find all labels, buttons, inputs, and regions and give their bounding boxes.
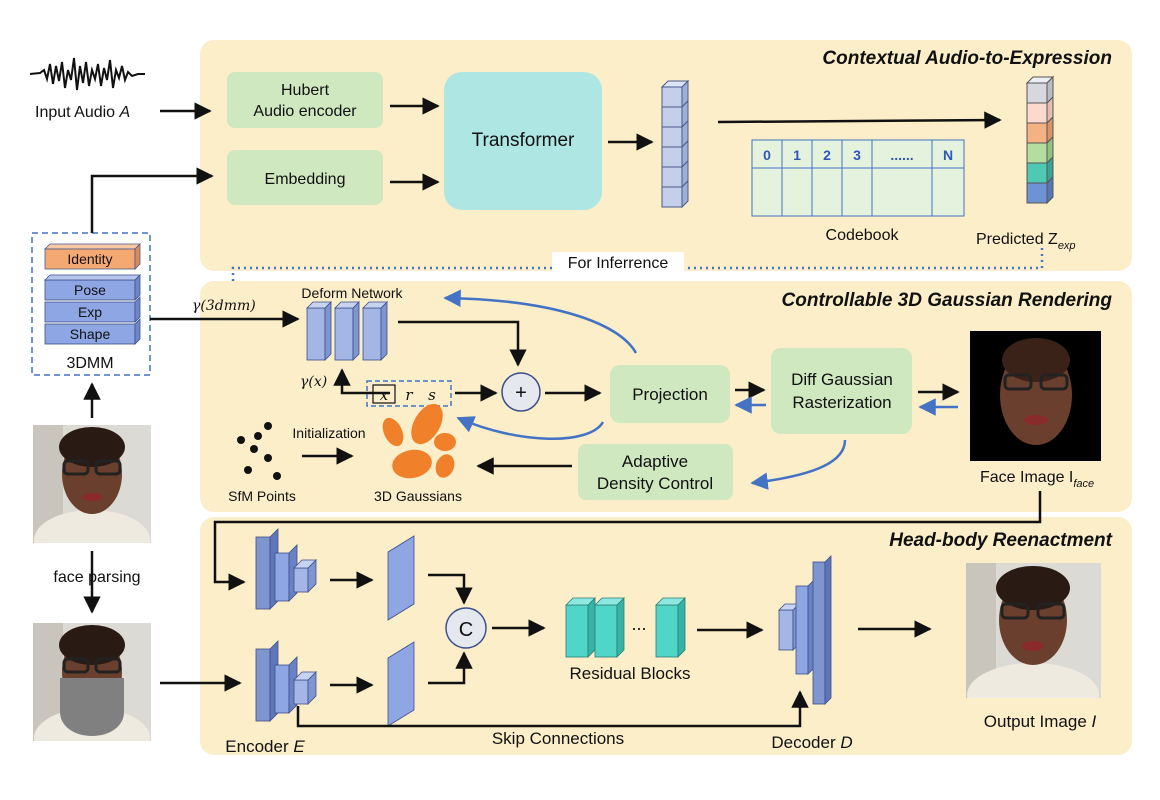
predicted-latent-stack [1025, 75, 1055, 205]
arrow-x-to-deform [333, 368, 390, 395]
codebook-cell-0: 0 [763, 147, 771, 163]
skip-connection-arrow [296, 690, 809, 728]
feature-map-bottom [387, 641, 415, 727]
embedding-label: Embedding [265, 171, 346, 188]
adaptive-label-line1: Adaptive [622, 452, 688, 471]
attr-s-label: s [428, 386, 436, 404]
concat-node [445, 607, 487, 649]
gaussian-attributes-box [366, 380, 452, 407]
arrow-feature-bottom-to-concat [428, 651, 473, 685]
token-stack [660, 79, 690, 209]
feature-map-top [387, 535, 415, 621]
section-title-rendering: Controllable 3D Gaussian Rendering [782, 290, 1113, 311]
arrow-face-to-encoder [213, 491, 1042, 591]
arrow-deform-to-plus [398, 320, 527, 367]
section-title-audio: Contextual Audio-to-Expression [822, 48, 1112, 69]
rasterization-label-line1: Diff Gaussian [791, 370, 893, 389]
codebook-table: 0 1 2 3 ...... N [751, 139, 965, 217]
attr-r-label: r [405, 386, 413, 404]
inference-label-bg [552, 252, 684, 274]
tdmm-pose-label: Pose [74, 282, 106, 298]
input-audio-label: Input Audio A [35, 104, 130, 121]
sfm-points-icon [237, 422, 281, 480]
initialization-label: Initialization [292, 425, 365, 441]
arrow-feature-top-to-concat [428, 573, 473, 605]
residual-blocks [565, 597, 686, 658]
waveform-icon [29, 57, 145, 91]
gaussian-ellipses-icon [382, 403, 456, 479]
residual-blocks-label: Residual Blocks [570, 664, 691, 683]
residual-dots: ... [631, 614, 646, 634]
tdmm-exp-label: Exp [78, 304, 102, 320]
tdmm-shape-label: Shape [70, 326, 111, 342]
deform-network-layers [306, 301, 388, 361]
deform-network-label: Deform Network [301, 285, 403, 301]
skip-connections-label: Skip Connections [492, 729, 624, 748]
decoder-layers [778, 555, 832, 705]
face-image [970, 331, 1101, 461]
projection-label: Projection [632, 385, 708, 404]
concat-symbol: C [459, 619, 473, 641]
hubert-encoder-box [227, 72, 383, 128]
rasterization-label-line2: Rasterization [792, 393, 891, 412]
curve-projection-to-attrs [456, 416, 605, 441]
decoder-label: Decoder D [771, 733, 852, 752]
plus-node [501, 372, 541, 412]
attr-x-box [372, 384, 396, 404]
section-title-reenactment: Head-body Reenactment [889, 530, 1112, 551]
curve-projection-to-deform [443, 289, 638, 354]
hubert-label-line2: Audio encoder [253, 103, 357, 120]
tdmm-layer-stack [44, 243, 141, 345]
gamma-x-label: γ(x) [300, 374, 327, 390]
codebook-label: Codebook [826, 227, 900, 244]
arrow-tokens-to-predicted [717, 111, 1002, 129]
projection-box [610, 365, 730, 423]
face-image-label: Face Image Iface [980, 469, 1094, 490]
curve-raster-to-adaptive [750, 439, 847, 490]
encoder-bottom [255, 640, 317, 722]
transformer-label: Transformer [472, 130, 575, 151]
gaussians-label: 3D Gaussians [374, 488, 462, 504]
tdmm-identity-label: Identity [67, 251, 112, 267]
codebook-cell-1: 1 [793, 147, 801, 163]
masked-person-photo-icon [33, 623, 151, 741]
predicted-zexp-label: Predicted Zexp [976, 231, 1076, 252]
tdmm-caption: 3DMM [66, 355, 113, 372]
arrow-tdmm-to-embedding [90, 167, 214, 233]
transformer-box [444, 72, 602, 210]
embedding-box [227, 150, 383, 205]
encoder-top [255, 528, 317, 610]
codebook-cell-n: N [943, 147, 953, 163]
codebook-cell-3: 3 [853, 147, 861, 163]
codebook-cell-2: 2 [823, 147, 831, 163]
codebook-cell-dots: ...... [890, 147, 913, 163]
output-photo-icon [966, 563, 1101, 698]
inference-dotted-path [231, 248, 1044, 282]
adaptive-label-line2: Density Control [597, 474, 713, 493]
face-parsing-label: face parsing [53, 569, 140, 586]
rasterization-box [771, 348, 912, 434]
hubert-label-line1: Hubert [281, 82, 330, 99]
inference-label: For Inferrence [568, 255, 669, 272]
attr-x-label: x [380, 386, 389, 404]
sfm-points-label: SfM Points [228, 488, 296, 504]
gamma-3dmm-label: γ(3dmm) [192, 298, 256, 314]
output-image-label: Output Image I [984, 712, 1097, 731]
adaptive-density-box [578, 444, 733, 500]
person-photo-icon [33, 425, 151, 543]
plus-symbol: + [515, 382, 527, 404]
encoder-label: Encoder E [225, 737, 305, 756]
